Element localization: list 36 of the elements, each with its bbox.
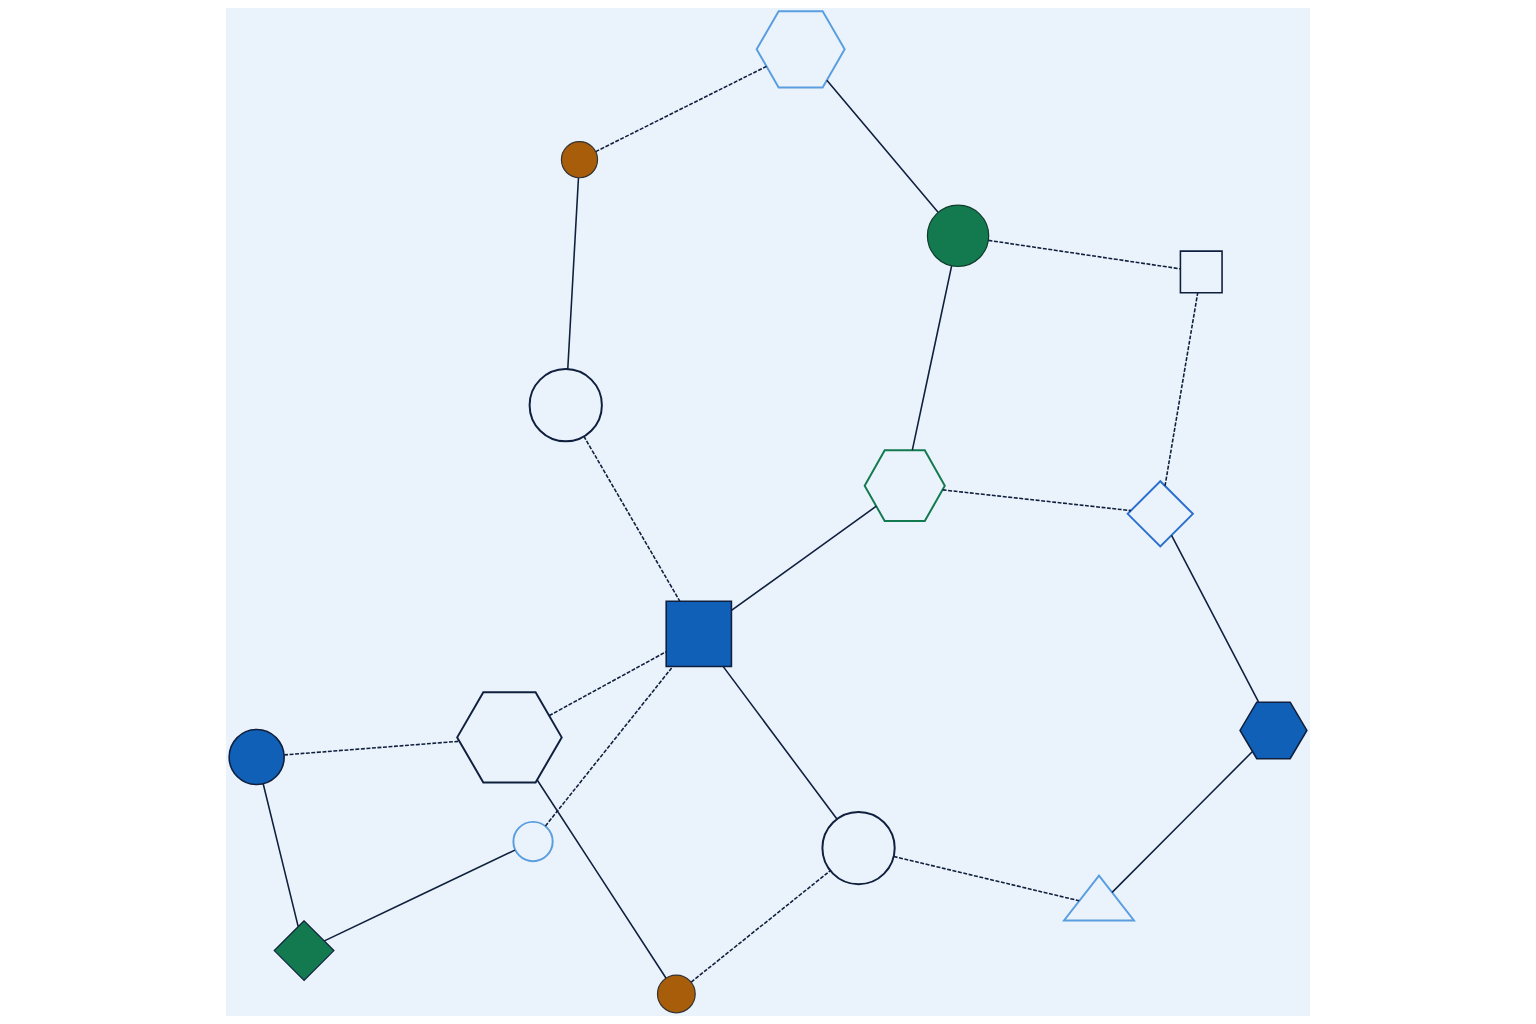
connector (594, 65, 768, 153)
node-box (1179, 250, 1223, 294)
connector (826, 79, 939, 213)
connector (567, 177, 580, 370)
connector (283, 740, 461, 756)
node-circle (512, 820, 554, 863)
connector (893, 855, 1080, 902)
node-circle (560, 141, 599, 179)
node-hexagon (755, 10, 846, 89)
connector (722, 665, 838, 820)
node-circle (656, 974, 696, 1014)
node-circle (926, 204, 990, 268)
connector (690, 870, 831, 983)
connector (548, 650, 667, 717)
node-hexagon (863, 449, 946, 523)
connector (911, 265, 953, 451)
node-box (665, 600, 733, 668)
connector (536, 779, 667, 979)
connector (323, 849, 516, 942)
node-diamond (273, 919, 335, 982)
connector (1170, 534, 1260, 703)
node-circle (528, 368, 603, 443)
connector (1164, 292, 1199, 487)
node-circle (228, 728, 285, 786)
connector (730, 505, 878, 612)
connector (987, 239, 1182, 270)
connector (583, 435, 681, 602)
node-circle (821, 810, 896, 886)
node-diamond (1126, 479, 1195, 548)
connector (941, 489, 1132, 512)
connector (1111, 750, 1254, 894)
connector (544, 665, 674, 827)
connector (262, 783, 299, 928)
node-hexagon (456, 691, 563, 784)
node-triangle (1062, 874, 1136, 922)
node-hexagon (1239, 701, 1308, 760)
